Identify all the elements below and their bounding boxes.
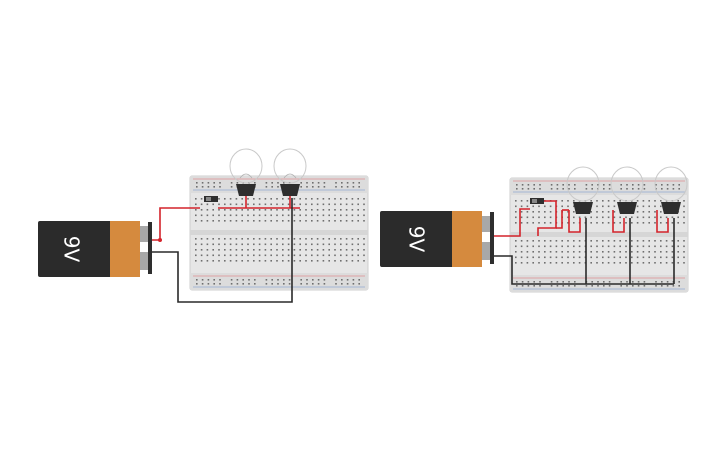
circuit-1: 9V — [38, 148, 369, 303]
bulb-base-icon — [617, 202, 637, 214]
battery-cap — [452, 211, 482, 267]
battery-body — [380, 211, 454, 267]
wires-2 — [494, 200, 675, 285]
wire-red[interactable] — [152, 207, 200, 241]
wire-red[interactable] — [568, 210, 581, 233]
wire-red[interactable] — [494, 208, 530, 237]
wires-1 — [152, 196, 300, 303]
bulb-4[interactable] — [610, 166, 644, 214]
battery-label: 9V — [60, 236, 84, 263]
wire-joint — [158, 238, 162, 242]
wire-black[interactable] — [494, 255, 586, 285]
bulb-1[interactable] — [229, 148, 263, 196]
bulb-2[interactable] — [273, 148, 307, 196]
battery-terminal-neg — [482, 242, 490, 260]
breadboard-2[interactable] — [509, 177, 689, 293]
battery-terminal-neg — [140, 252, 148, 270]
battery-terminal-pos — [482, 216, 490, 232]
wire-black[interactable] — [152, 198, 293, 303]
battery-clip — [490, 212, 494, 264]
bulb-3[interactable] — [566, 166, 600, 214]
battery-1[interactable]: 9V — [38, 221, 152, 277]
battery-cap — [110, 221, 140, 277]
bulb-base-icon — [280, 184, 300, 196]
bulb-base-icon — [236, 184, 256, 196]
battery-terminal-pos — [140, 226, 148, 242]
battery-body — [38, 221, 112, 277]
slide-switch-1[interactable] — [204, 196, 218, 202]
battery-clip — [148, 222, 152, 274]
center-channel — [510, 232, 688, 237]
battery-label: 9V — [405, 226, 429, 253]
wire-red[interactable] — [612, 210, 625, 233]
bulb-5[interactable] — [654, 166, 688, 214]
battery-2[interactable]: 9V — [380, 211, 494, 267]
wire-red[interactable] — [556, 210, 563, 229]
bulb-base-icon — [573, 202, 593, 214]
circuit-2: 9V — [380, 166, 689, 293]
wire-red[interactable] — [656, 210, 669, 233]
breadboard-1[interactable] — [189, 175, 369, 291]
center-channel — [190, 230, 368, 235]
breadboard-holes — [195, 182, 365, 285]
breadboard-holes — [515, 184, 685, 287]
bulb-base-icon — [661, 202, 681, 214]
slide-switch-2[interactable] — [530, 198, 544, 204]
